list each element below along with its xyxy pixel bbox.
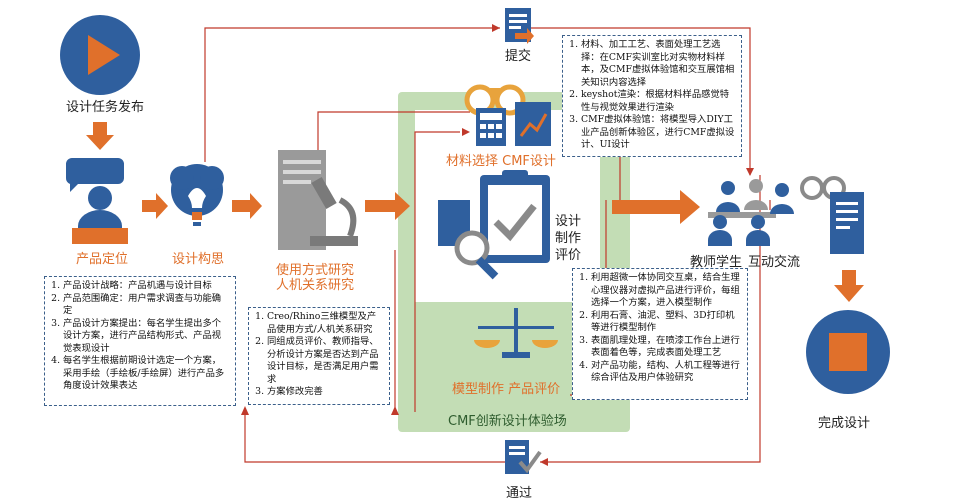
presenter-icon	[65, 158, 128, 244]
submit-doc-icon	[505, 8, 534, 44]
brain-icon	[170, 164, 224, 226]
task-release-label: 设计任务发布	[66, 100, 145, 115]
flow-arrows	[86, 122, 864, 302]
note-item: 对产品功能，结构、人机工程等进行综合评估及用户体验研究	[591, 360, 742, 385]
design-eval-label-3: 评价	[555, 248, 582, 263]
product-positioning-label: 产品定位	[76, 252, 129, 267]
submit-label: 提交	[505, 49, 532, 64]
note-item: 产品范围确定：用户需求调查与功能确定	[63, 293, 230, 318]
design-eval-label-1: 设计	[555, 214, 582, 229]
usage-research-label-2: 人机关系研究	[276, 278, 355, 293]
usage-research-label-1: 使用方式研究	[276, 263, 355, 278]
design-concept-label: 设计构思	[172, 252, 225, 267]
note-item: 产品设计战略：产品机遇与设计目标	[63, 280, 230, 293]
note-item: keyshot渲染：根据材料样品感觉特性与视觉效果进行渲染	[581, 89, 736, 114]
clipboard-check-icon	[438, 170, 550, 263]
design-eval-label-2: 制作	[555, 231, 582, 246]
model-making-label: 模型制作 产品评价	[452, 382, 561, 397]
note-item: 材料、加工工艺、表面处理工艺选择：在CMF实训室比对实物材料样本，及CMF虚拟体…	[581, 39, 736, 89]
calculator-icon	[476, 108, 506, 146]
feedback-arrowheads	[241, 24, 754, 466]
interaction-label: 互动交流	[748, 255, 801, 270]
complete-label: 完成设计	[818, 416, 871, 431]
note-item: 方案修改完善	[267, 386, 384, 399]
model-notes: 利用超微一体协同交互桌，结合生理心理仪器对虚拟产品进行评价，每组选择一个方案，进…	[572, 268, 748, 400]
stop-icon	[806, 310, 890, 394]
cmf-notes: 材料、加工工艺、表面处理工艺选择：在CMF实训室比对实物材料样本，及CMF虚拟体…	[562, 35, 742, 157]
teacher-student-label: 教师学生	[690, 255, 743, 270]
document-microscope-icon	[278, 150, 358, 250]
people-icon	[708, 179, 794, 246]
scale-icon	[474, 308, 558, 358]
note-item: 产品设计方案提出：每名学生提出多个设计方案，进行产品结构形式、产品视觉表现设计	[63, 318, 230, 356]
review-doc-icon	[800, 176, 864, 254]
note-item: CMF虚拟体验馆：将模型导入DIY工业产品创新体验区，进行CMF虚拟设计、UI设…	[581, 114, 736, 152]
cmf-lab-label: CMF创新设计体验场	[448, 414, 567, 429]
material-cmf-label: 材料选择 CMF设计	[446, 154, 556, 169]
note-item: 利用石膏、油泥、塑料、3D打印机等进行模型制作	[591, 310, 742, 335]
note-item: Creo/Rhino三维模型及产品使用方式/人机关系研究	[267, 311, 384, 336]
note-item: 每名学生根据前期设计选定一个方案，采用手绘（手绘板/手绘屏）进行产品多角度设计效…	[63, 355, 230, 393]
note-item: 利用超微一体协同交互桌，结合生理心理仪器对虚拟产品进行评价，每组选择一个方案，进…	[591, 272, 742, 310]
pass-label: 通过	[506, 486, 533, 501]
play-icon	[60, 15, 140, 95]
chart-icon	[515, 102, 551, 146]
usage-notes: Creo/Rhino三维模型及产品使用方式/人机关系研究 同组成员评价、教师指导…	[248, 307, 390, 405]
note-item: 同组成员评价、教师指导、分析设计方案是否达到产品设计目标，是否满足用户需求	[267, 336, 384, 386]
approve-doc-icon	[505, 440, 542, 474]
note-item: 表面肌理处理，在喷漆工作台上进行表面着色等，完成表面处理工艺	[591, 335, 742, 360]
positioning-notes: 产品设计战略：产品机遇与设计目标 产品范围确定：用户需求调查与功能确定 产品设计…	[44, 276, 236, 406]
magnifier-icon	[454, 230, 499, 280]
